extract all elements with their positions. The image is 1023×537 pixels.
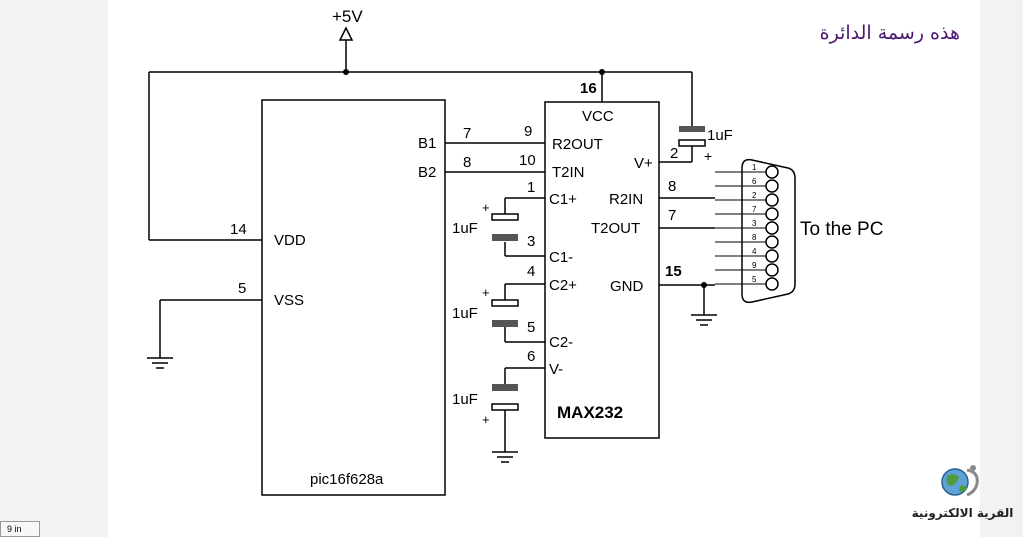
capacitor-value: 1uF [452,391,478,408]
connector-pin-number: 8 [752,233,757,242]
connector-pin-number: 5 [752,275,757,284]
connector-pin-hole [765,193,779,207]
max-pin-c1plus-number: 1 [527,179,535,196]
max-pin-t2in-number: 10 [519,152,536,169]
max-pin-gnd-label: GND [610,278,644,295]
page-margin-right [980,0,1023,537]
wire-b2-number: 8 [463,154,471,171]
max-pin-r2in-number: 8 [668,178,676,195]
capacitor-c2: 1uF + [452,285,519,327]
capacitor-value: 1uF [452,220,478,237]
max-pin-vplus-label: V+ [634,155,653,172]
diagram-caption: هذه رسمة الدائرة [819,22,960,44]
connector-pin-hole [765,207,779,221]
page-size-tag: 9 in [0,521,40,537]
connector-pin-hole [765,221,779,235]
page-margin-left [0,0,108,537]
max-pin-vminus-label: V- [549,361,563,378]
max-pin-c2plus-label: C2+ [549,277,577,294]
ground-icon [492,451,518,463]
site-logo: القرية الالكترونية [905,462,1020,532]
max-pin-c1minus-label: C1- [549,249,573,266]
pic-pin-b1-label: B1 [418,135,436,152]
microcontroller-chip [261,99,446,496]
pic-pin-vss-label: VSS [274,292,304,309]
capacitor-value: 1uF [452,305,478,322]
connector-pin-number: 7 [752,205,757,214]
max232-chip [544,101,660,439]
connector-pin-number: 3 [752,219,757,228]
max-pin-c1minus-number: 3 [527,233,535,250]
capacitor-plus-sign: + [704,148,712,164]
capacitor-vminus: 1uF + [452,384,519,427]
supply-label: +5V [332,7,363,26]
max-pin-r2out-label: R2OUT [552,136,603,153]
max-pin-t2out-number: 7 [668,207,676,224]
max-pin-t2in-label: T2IN [552,164,585,181]
pic-pin-vss-number: 5 [238,280,246,297]
max-pin-r2out-number: 9 [524,123,532,140]
max-pin-r2in-label: R2IN [609,191,643,208]
connector-label: To the PC [800,219,883,240]
connector-pin-hole [765,277,779,291]
max-pin-vplus-number: 2 [670,145,678,162]
wire-b1-number: 7 [463,125,471,142]
max-pin-c2plus-number: 4 [527,263,535,280]
ground-icon [147,357,173,369]
ground-icon [691,314,717,326]
db9-connector: 1 6 2 7 3 8 4 9 5 [715,158,796,304]
supply-arrow-icon [338,26,354,41]
connector-pin-number: 2 [752,191,757,200]
pic-pin-vdd-label: VDD [274,232,306,249]
connector-pin-number: 9 [752,261,757,270]
connector-pin-hole [765,179,779,193]
max-pin-c2minus-label: C2- [549,334,573,351]
max-pin-c1plus-label: C1+ [549,191,577,208]
connector-pin-hole [765,165,779,179]
pic-pin-vdd-number: 14 [230,221,247,238]
max-pin-c2minus-number: 5 [527,319,535,336]
globe-icon [941,465,979,497]
capacitor-c1: 1uF + [452,200,519,241]
max232-name: MAX232 [557,403,623,422]
logo-text: القرية الالكترونية [911,506,1014,520]
microcontroller-name: pic16f628a [310,471,384,488]
max-pin-vcc-number: 16 [580,80,597,97]
capacitor-vplus: 1uF + [678,126,733,164]
connector-pin-number: 1 [752,163,757,172]
max-pin-vminus-number: 6 [527,348,535,365]
capacitor-plus-sign: + [482,285,490,300]
connector-pin-hole [765,263,779,277]
capacitor-plus-sign: + [482,412,490,427]
max-pin-t2out-label: T2OUT [591,220,640,237]
connector-pin-hole [765,235,779,249]
connector-pin-number: 6 [752,177,757,186]
max-pin-vcc-label: VCC [582,108,614,125]
capacitor-value: 1uF [707,127,733,144]
capacitor-plus-sign: + [482,200,490,215]
max-pin-gnd-number: 15 [665,263,682,280]
pic-pin-b2-label: B2 [418,164,436,181]
connector-pin-hole [765,249,779,263]
connector-pin-number: 4 [752,247,757,256]
